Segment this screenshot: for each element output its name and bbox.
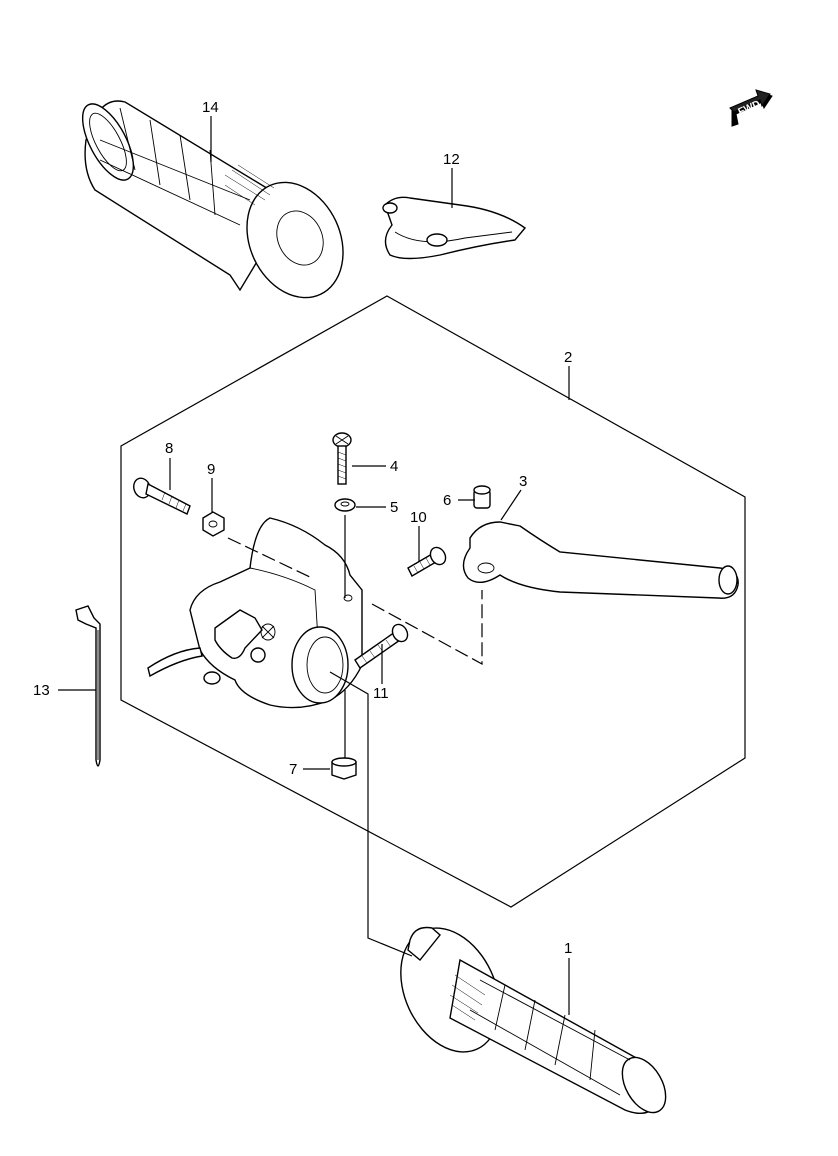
callout-6: 6 [443,492,451,509]
callout-1: 1 [564,940,572,957]
callout-11: 11 [373,685,389,702]
callout-5: 5 [390,499,398,516]
cable-tie-part [75,605,101,767]
nut-9-part [202,511,225,537]
callout-9: 9 [207,461,215,478]
callout-14: 14 [202,99,219,116]
callout-8: 8 [165,440,173,457]
bushing-part [473,485,491,509]
callout-13: 13 [33,682,50,699]
grip-left-part [81,100,344,299]
bolt-11-part [354,623,409,669]
kit-boundary [120,295,746,908]
clutch-lever-part [462,521,739,599]
callout-12: 12 [443,151,460,168]
washer-part [334,498,356,512]
screw-part [332,432,352,485]
callout-10: 10 [410,509,427,526]
fwd-arrow-icon: FWD [729,89,773,127]
callout-7: 7 [289,761,297,778]
grip-right-part [400,926,667,1114]
fwd-label: FWD [737,99,762,118]
nut-7-part [331,757,357,780]
leader-lines [58,116,570,1015]
callout-3: 3 [519,473,527,490]
callout-4: 4 [390,458,398,475]
lever-holder-part [147,517,363,709]
bolt-8-part [133,477,191,515]
lever-cover-part [382,196,527,260]
callout-2: 2 [564,349,572,366]
bolt-10-part [407,546,447,577]
